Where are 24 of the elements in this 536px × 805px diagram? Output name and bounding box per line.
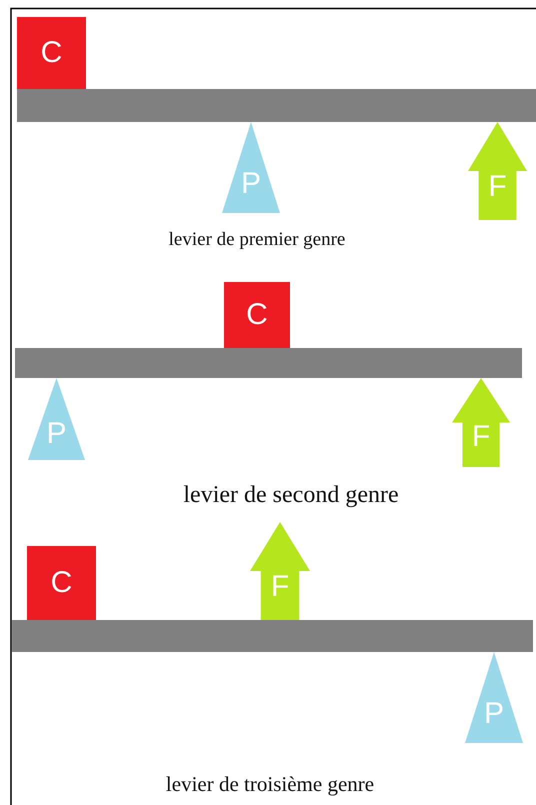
- load-box: [224, 282, 290, 348]
- fulcrum-triangle: [222, 122, 280, 213]
- letter-label: F: [488, 172, 507, 202]
- lever-bar: [15, 348, 522, 378]
- caption: levier de second genre: [183, 482, 399, 509]
- force-arrow: [250, 522, 310, 620]
- letter-label: F: [270, 572, 290, 602]
- letter-label: P: [46, 418, 66, 449]
- force-arrow: [452, 378, 510, 467]
- caption: levier de troisième genre: [166, 772, 374, 797]
- letter-label: P: [241, 168, 261, 199]
- fulcrum-triangle: [28, 378, 85, 460]
- letter-label: C: [40, 38, 62, 68]
- load-box: [27, 546, 96, 620]
- fulcrum-triangle: [465, 652, 523, 743]
- letter-label: P: [484, 698, 504, 729]
- letter-label: C: [50, 568, 72, 598]
- letter-label: F: [472, 422, 490, 452]
- letter-label: C: [246, 300, 268, 330]
- force-arrow: [468, 122, 527, 220]
- load-box: [17, 17, 86, 89]
- lever-bar: [17, 89, 536, 122]
- caption: levier de premier genre: [168, 229, 346, 251]
- lever-bar: [12, 620, 533, 652]
